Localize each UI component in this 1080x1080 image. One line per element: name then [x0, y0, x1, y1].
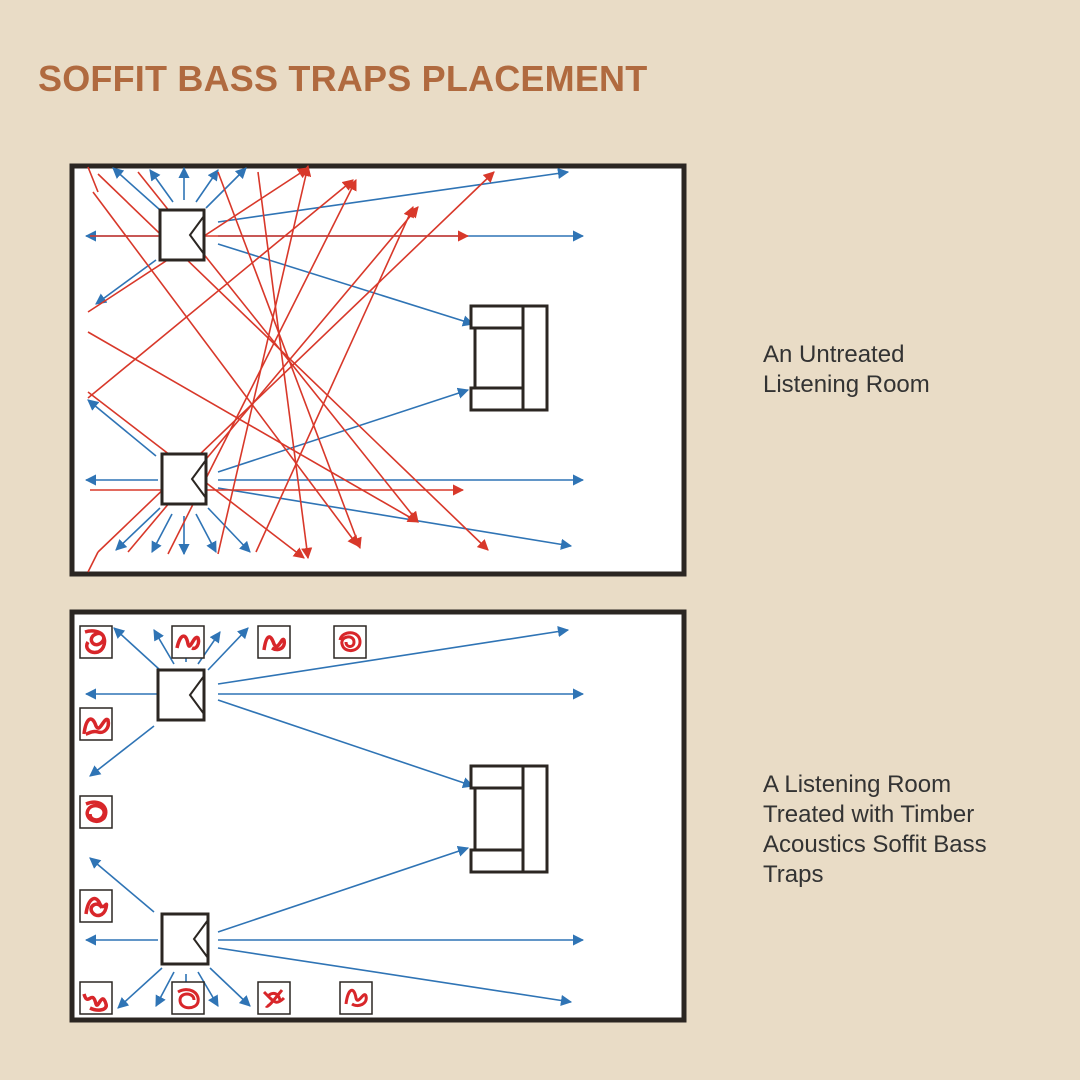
bass-trap — [79, 795, 113, 829]
bass-trap — [257, 981, 291, 1015]
caption-treated: A Listening Room Treated with Timber Aco… — [763, 770, 1063, 890]
bass-trap — [257, 625, 291, 659]
page-title: SOFFIT BASS TRAPS PLACEMENT — [38, 58, 648, 99]
caption-line: Listening Room — [763, 371, 930, 398]
bass-trap — [79, 625, 113, 659]
caption-line: An Untreated — [763, 341, 905, 368]
bass-trap — [339, 981, 373, 1015]
speaker-right — [160, 452, 208, 506]
bass-trap — [79, 981, 113, 1015]
caption-line: A Listening Room — [763, 771, 952, 798]
listening-chair — [469, 764, 549, 874]
room-walls — [69, 609, 687, 1023]
speaker-left — [158, 208, 206, 262]
treated-room-svg — [69, 609, 687, 1023]
room-walls — [69, 163, 687, 577]
bass-trap — [333, 625, 367, 659]
caption-line: Treated with Timber — [763, 801, 975, 828]
direct-sound-arrows — [84, 626, 585, 1010]
bass-traps — [79, 625, 373, 1015]
speaker-left — [156, 668, 206, 722]
bass-trap — [79, 889, 113, 923]
bass-trap — [171, 625, 205, 659]
caption-line: Acoustics Soffit Bass — [763, 831, 987, 858]
untreated-room-diagram — [68, 162, 688, 578]
caption-untreated: An Untreated Listening Room — [763, 340, 1063, 400]
listening-chair — [469, 304, 549, 412]
untreated-room-svg — [69, 163, 687, 577]
bass-trap — [79, 707, 113, 741]
treated-room-diagram — [68, 608, 688, 1024]
speaker-right — [160, 912, 210, 966]
bass-trap — [171, 981, 205, 1015]
caption-line: Traps — [763, 861, 824, 888]
